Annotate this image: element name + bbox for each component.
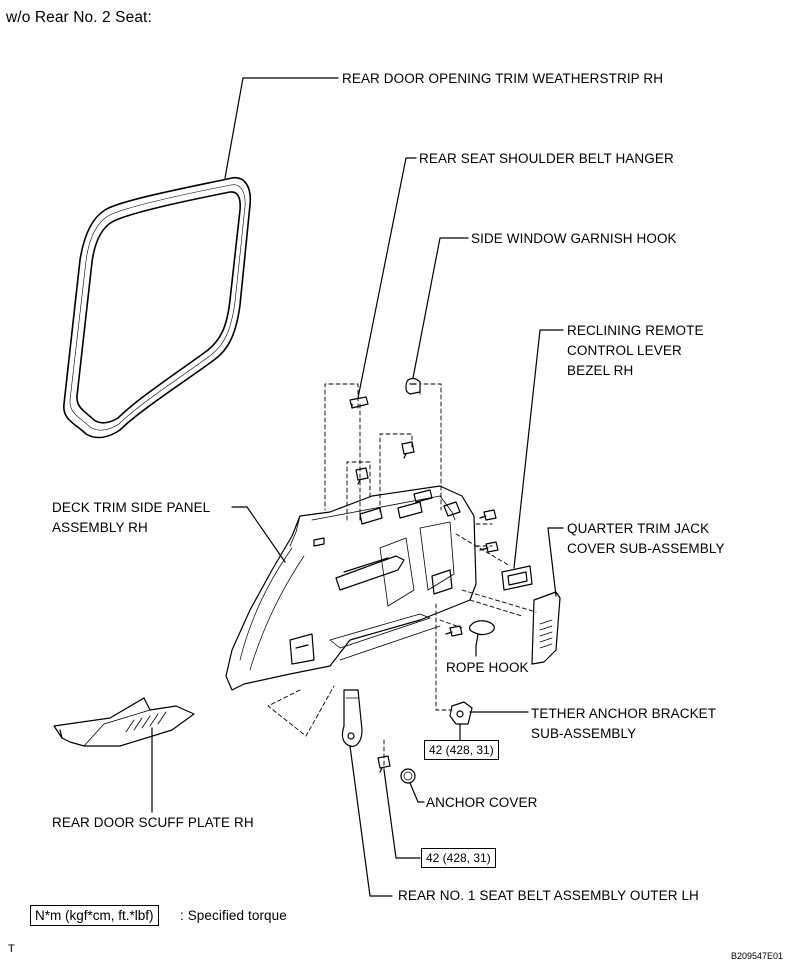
bezel-part — [501, 565, 533, 591]
label-bezel-2: CONTROL LEVER — [567, 343, 682, 358]
scuff-plate-drawing — [53, 697, 195, 747]
label-anchor-cover: ANCHOR COVER — [426, 795, 538, 810]
leader-belt-torque — [383, 769, 421, 859]
leader-jack-cover — [547, 527, 564, 597]
leader-deck-trim — [231, 506, 286, 563]
alignment-lines-top — [324, 383, 442, 521]
label-jack-cover-2: COVER SUB-ASSEMBLY — [567, 541, 725, 556]
label-deck-trim-1: DECK TRIM SIDE PANEL — [52, 500, 211, 515]
alignment-lines-panel — [267, 523, 537, 771]
figure-code: B209547E01 — [731, 951, 784, 961]
page-header: w/o Rear No. 2 Seat: — [6, 9, 152, 26]
label-seat-belt: REAR NO. 1 SEAT BELT ASSEMBLY OUTER LH — [398, 888, 699, 903]
label-bezel-3: BEZEL RH — [567, 363, 634, 378]
weatherstrip-drawing — [63, 177, 252, 439]
label-scuff-plate: REAR DOOR SCUFF PLATE RH — [52, 815, 254, 830]
belt-hanger-part — [349, 396, 369, 409]
leader-bezel — [513, 329, 564, 569]
torque-box-tether: 42 (428, 31) — [424, 740, 499, 760]
legend-text: : Specified torque — [180, 908, 287, 923]
seat-belt-part — [341, 689, 363, 747]
deck-trim-panel-drawing — [225, 485, 477, 691]
label-tether-2: SUB-ASSEMBLY — [531, 726, 637, 741]
bolt-parts — [355, 441, 499, 773]
label-deck-trim-2: ASSEMBLY RH — [52, 520, 148, 535]
torque-box-belt: 42 (428, 31) — [421, 848, 496, 868]
leader-garnish-hook — [412, 237, 469, 379]
label-weatherstrip: REAR DOOR OPENING TRIM WEATHERSTRIP RH — [342, 71, 664, 86]
label-jack-cover-1: QUARTER TRIM JACK — [567, 521, 710, 536]
anchor-cover-part — [400, 768, 416, 784]
footer-mark: T — [8, 943, 15, 955]
label-bezel-1: RECLINING REMOTE — [567, 323, 704, 338]
label-belt-hanger: REAR SEAT SHOULDER BELT HANGER — [419, 151, 674, 166]
legend-unit-box: N*m (kgf*cm, ft.*lbf) — [30, 905, 159, 926]
label-garnish-hook: SIDE WINDOW GARNISH HOOK — [471, 231, 677, 246]
garnish-hook-part — [405, 377, 421, 395]
jack-cover-part — [531, 591, 561, 665]
leader-weatherstrip — [224, 77, 244, 179]
label-tether-1: TETHER ANCHOR BRACKET — [531, 706, 717, 721]
leader-seat-belt — [349, 745, 393, 897]
tether-bracket-part — [449, 701, 473, 725]
label-rope-hook: ROPE HOOK — [446, 660, 529, 675]
leader-anchor-cover — [409, 782, 425, 803]
rope-hook-part — [468, 620, 495, 647]
leader-belt-hanger — [357, 157, 417, 399]
